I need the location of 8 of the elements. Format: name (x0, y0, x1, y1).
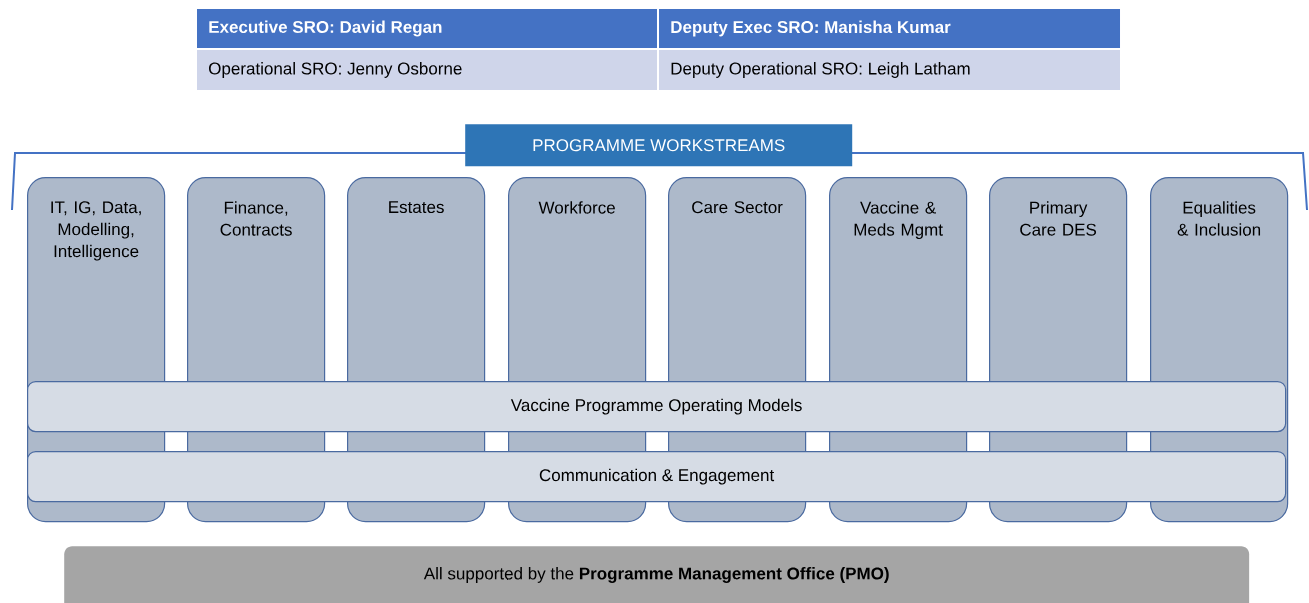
cross-cutting-band: Vaccine Programme Operating Models (27, 381, 1287, 433)
table-cell: Deputy Operational SRO: Leigh Latham (659, 50, 1120, 90)
table-cell: Operational SRO: Jenny Osborne (197, 50, 657, 90)
support-bar: All supported by the Programme Management Office (PMO) (64, 546, 1250, 603)
section-header: PROGRAMME WORKSTREAMS (465, 124, 853, 167)
cross-cutting-band: Communication & Engagement (27, 451, 1287, 503)
header-cell: Deputy Exec SRO: Manisha Kumar (659, 9, 1120, 48)
header-cell: Executive SRO: David Regan (197, 9, 657, 48)
